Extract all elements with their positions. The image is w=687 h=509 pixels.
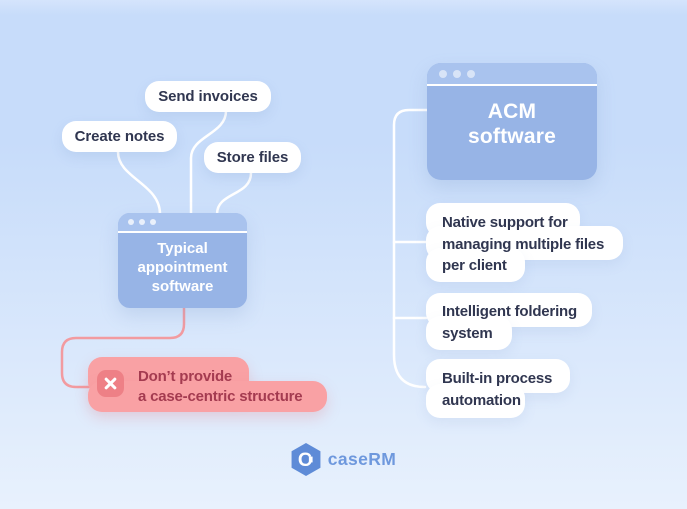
benefit-text: Intelligent foldering system: [442, 301, 577, 344]
connector-store-files: [215, 171, 253, 216]
typical-software-window: Typical appointment software: [118, 213, 247, 308]
window-dot-icon: [128, 219, 134, 225]
window-titlebar: [427, 63, 597, 86]
benefit-line: system: [442, 324, 493, 342]
window-titlebar: [118, 213, 247, 233]
window-dot-icon: [139, 219, 145, 225]
svg-text:C: C: [298, 449, 312, 471]
label-background: [426, 248, 525, 282]
brand-name: caseRM: [327, 449, 397, 469]
benefit-line: managing multiple files: [442, 235, 605, 253]
label-background: [426, 316, 512, 350]
typical-window-title: Typical appointment software: [137, 240, 228, 295]
acm-title-line1: ACM: [487, 100, 537, 123]
benefit-line: automation: [442, 391, 521, 409]
benefit-label-automation: Built-in process automation: [426, 359, 574, 418]
x-icon: [97, 370, 124, 397]
feature-label-store-files: Store files: [204, 142, 301, 173]
benefit-line: Intelligent foldering: [442, 303, 577, 320]
window-dot-icon: [439, 69, 447, 78]
brand-logo: C caseRM: [0, 443, 687, 476]
benefit-line: Native support for: [442, 214, 568, 231]
label-background: [426, 384, 525, 418]
drawback-text: Don’t provide a case-centric structure: [138, 367, 303, 406]
benefit-line: Built-in process: [442, 370, 553, 387]
acm-window-title: ACM software: [427, 86, 597, 149]
acm-title-line2: software: [468, 125, 556, 148]
connector-create-notes: [116, 150, 162, 216]
hexagon-c-icon: C: [291, 443, 321, 476]
feature-label-text: Create notes: [74, 128, 165, 145]
connector-drawback: [60, 306, 186, 389]
benefit-label-foldering: Intelligent foldering system: [426, 293, 596, 350]
drawback-line: a case-centric structure: [138, 387, 303, 405]
feature-label-create-notes: Create notes: [62, 121, 177, 152]
drawback-callout: Don’t provide a case-centric structure: [88, 357, 328, 412]
benefit-line: per client: [442, 257, 507, 274]
feature-label-send-invoices: Send invoices: [145, 81, 271, 112]
window-dot-icon: [150, 219, 156, 225]
label-background: [88, 381, 327, 412]
x-glyph: [104, 377, 117, 390]
benefit-label-multiple-files: Native support for managing multiple fil…: [426, 203, 626, 282]
connector-send-invoices: [189, 109, 228, 216]
benefit-text: Native support for managing multiple fil…: [442, 212, 604, 277]
connector-acm-trunk: [392, 108, 429, 389]
feature-label-text: Store files: [216, 149, 289, 166]
acm-software-window: ACM software: [427, 63, 597, 180]
drawback-line: Don’t provide: [138, 368, 233, 385]
feature-label-text: Send invoices: [158, 88, 258, 105]
benefit-text: Built-in process automation: [442, 368, 552, 411]
window-dot-icon: [453, 69, 461, 78]
window-dot-icon: [467, 69, 475, 78]
